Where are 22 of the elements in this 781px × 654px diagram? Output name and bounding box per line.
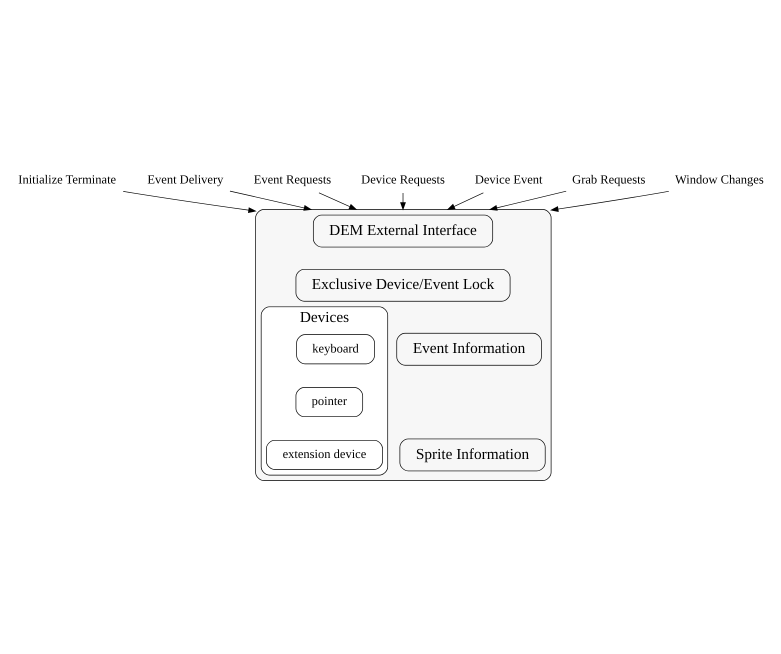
node-text: Window Changes (675, 172, 764, 186)
node-box: extension device (266, 440, 383, 470)
node-box: Sprite Information (400, 438, 546, 472)
node-text: Device Requests (361, 172, 445, 186)
node-text: Event Delivery (147, 172, 224, 186)
node-box: Event Information (396, 332, 542, 366)
arrow (400, 192, 406, 211)
node-text: Device Event (474, 172, 543, 186)
arrow (488, 190, 567, 211)
node-text: Grab Requests (572, 172, 646, 186)
arrow (550, 190, 670, 212)
arrow (446, 192, 484, 210)
node-text: Event Requests (254, 172, 332, 186)
node-box: pointer (296, 387, 364, 418)
arrow (122, 191, 257, 214)
arrow (230, 190, 312, 211)
node-box: DEM External Interface (312, 214, 494, 248)
node-box: keyboard (296, 334, 375, 364)
node-box: Exclusive Device/Event Lock (296, 268, 510, 302)
node-text: Initialize Terminate (18, 172, 116, 186)
arrow (318, 192, 358, 210)
cluster (255, 209, 552, 481)
